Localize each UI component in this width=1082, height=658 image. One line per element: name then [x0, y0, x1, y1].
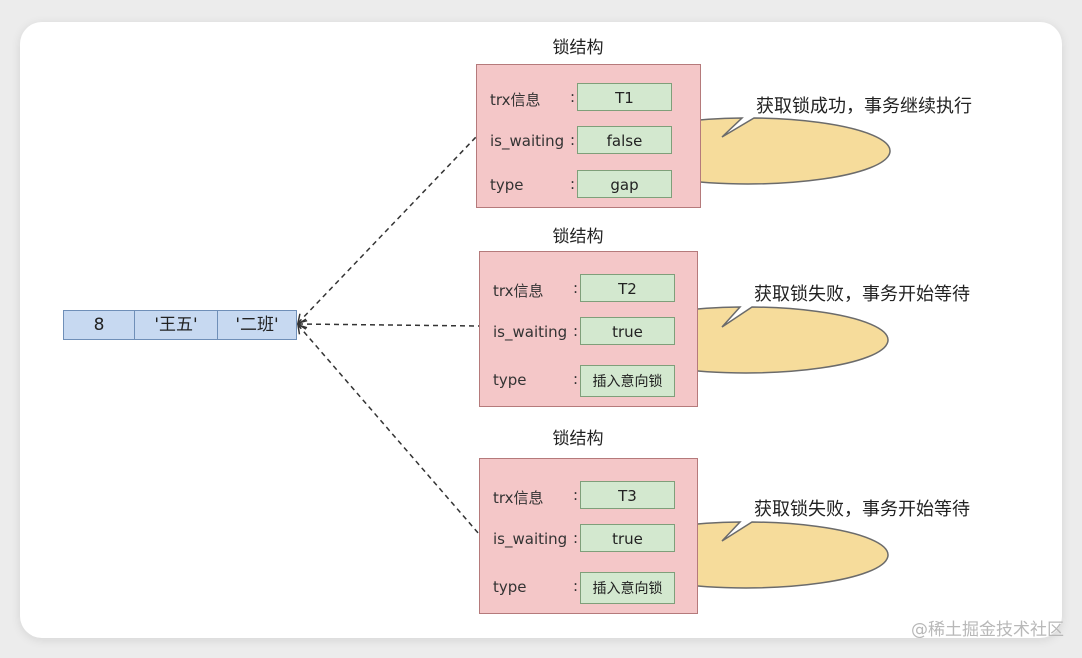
lock-row-trx: trx信息 : T3 [480, 481, 697, 511]
lock-title-2: 锁结构 [552, 227, 604, 247]
field-colon: : [573, 370, 579, 388]
field-value: gap [577, 170, 672, 198]
field-value: true [580, 524, 675, 552]
field-label: trx信息 [493, 282, 544, 300]
field-label: is_waiting [493, 323, 568, 341]
field-colon: : [570, 175, 576, 193]
field-colon: : [573, 322, 579, 340]
lock-row-waiting: is_waiting : true [480, 524, 697, 554]
lock-structure-1: trx信息 : T1 is_waiting : false type : gap [476, 64, 701, 208]
bubble-text-1: 获取锁成功，事务继续执行 [756, 96, 972, 117]
lock-row-type: type : gap [477, 170, 700, 200]
connector-line-3 [297, 323, 480, 535]
field-value: 插入意向锁 [580, 572, 675, 604]
field-label: trx信息 [493, 489, 544, 507]
connector-line-1 [297, 136, 477, 325]
field-value: 插入意向锁 [580, 365, 675, 397]
field-value: T3 [580, 481, 675, 509]
field-label: type [493, 578, 527, 596]
field-label: is_waiting [490, 132, 565, 150]
lock-title-3: 锁结构 [552, 429, 604, 449]
field-label: is_waiting [493, 530, 568, 548]
field-label: trx信息 [490, 91, 541, 109]
lock-row-type: type : 插入意向锁 [480, 365, 697, 397]
field-colon: : [573, 529, 579, 547]
lock-row-type: type : 插入意向锁 [480, 572, 697, 604]
lock-row-trx: trx信息 : T1 [477, 83, 700, 113]
field-colon: : [573, 577, 579, 595]
bubble-text-3: 获取锁失败，事务开始等待 [754, 499, 970, 520]
connector-line-2 [296, 318, 480, 330]
field-value: T2 [580, 274, 675, 302]
field-colon: : [573, 279, 579, 297]
record-cell-class: '二班' [235, 315, 279, 335]
lock-structure-2: trx信息 : T2 is_waiting : true type : 插入意向… [479, 251, 698, 407]
field-value: true [580, 317, 675, 345]
record-cell-name: '王五' [135, 311, 218, 339]
record-row: 8 '王五' '二班' [63, 310, 297, 340]
bubble-text-2: 获取锁失败，事务开始等待 [754, 284, 970, 305]
field-value: false [577, 126, 672, 154]
record-cell-id: 8 [64, 311, 135, 339]
field-label: type [490, 176, 524, 194]
field-colon: : [570, 131, 576, 149]
field-value: T1 [577, 83, 672, 111]
lock-row-waiting: is_waiting : false [477, 126, 700, 156]
lock-row-trx: trx信息 : T2 [480, 274, 697, 304]
field-colon: : [570, 88, 576, 106]
lock-row-waiting: is_waiting : true [480, 317, 697, 347]
lock-title-1: 锁结构 [552, 38, 604, 58]
field-label: type [493, 371, 527, 389]
field-colon: : [573, 486, 579, 504]
lock-structure-3: trx信息 : T3 is_waiting : true type : 插入意向… [479, 458, 698, 614]
watermark: @稀土掘金技术社区 [911, 620, 1064, 640]
